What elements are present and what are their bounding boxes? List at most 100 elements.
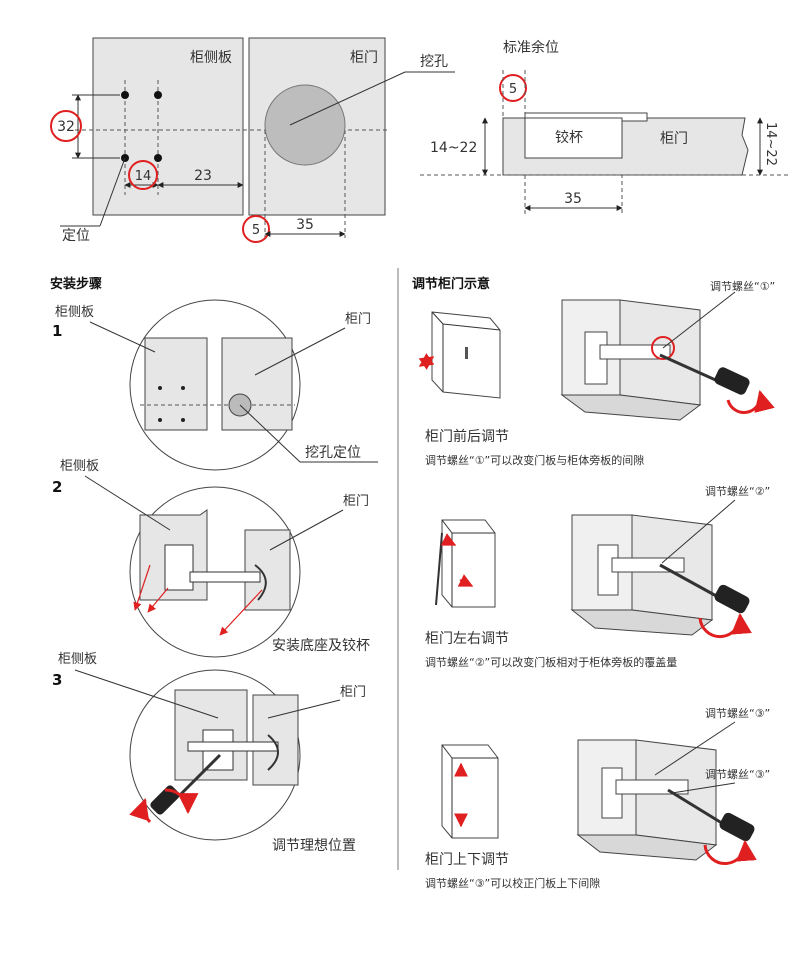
hinge-arm	[189, 571, 261, 583]
hole-label: 挖孔	[420, 54, 448, 70]
step2-door-panel	[244, 529, 291, 611]
dim-14-22-left: 14~22	[430, 140, 477, 156]
adjust-title: 调节柜门示意	[412, 276, 490, 292]
adjust-left-right: 调节螺丝“②” 柜门左右调节 调节螺丝“②”可以改变门板相对于柜体旁板的覆盖量	[425, 485, 770, 669]
leader-line	[654, 721, 736, 776]
box-edge	[441, 744, 453, 759]
leader-line	[267, 699, 341, 719]
leader-line	[254, 327, 346, 376]
dim-5-right-badge	[499, 74, 527, 102]
step2-side-label: 柜侧板	[60, 459, 99, 474]
step3-door-panel	[252, 694, 299, 786]
hinge-cup-shape	[267, 734, 279, 771]
screwdriver-shaft	[178, 753, 222, 797]
hinge-cup-label: 铰杯	[555, 130, 583, 146]
screwdriver-shaft	[659, 353, 721, 384]
rotate-arrow	[698, 612, 752, 639]
box-edge	[441, 519, 453, 534]
leader-line	[239, 404, 301, 463]
dim-23-text: 23	[194, 168, 212, 184]
a3-desc: 调节螺丝“③”可以校正门板上下间隙	[425, 876, 600, 890]
step1-door-panel	[221, 337, 293, 431]
leader-line	[289, 71, 406, 126]
a3-screw-label-2: 调节螺丝“③”	[705, 768, 770, 781]
a2-screw-label: 调节螺丝“②”	[705, 485, 770, 498]
hinge-arm	[187, 741, 279, 752]
install-step-1: 柜侧板 1 柜门 挖孔定位	[52, 299, 378, 471]
leader-line	[99, 157, 126, 227]
step1-side-label: 柜侧板	[55, 305, 94, 320]
leader-line	[89, 321, 156, 353]
adjust-front-back: 调节螺丝“①” 柜门前后调节 调节螺丝“①”可以改变门板与柜体旁板的间隙	[418, 280, 775, 467]
hinge-arm	[599, 344, 671, 360]
screwdriver-handle	[714, 584, 750, 614]
dim-14-badge	[128, 160, 158, 190]
screwdriver-shaft	[659, 563, 721, 600]
a2-desc: 调节螺丝“②”可以改变门板相对于柜体旁板的覆盖量	[425, 655, 677, 669]
screwdriver-handle	[150, 785, 180, 815]
box-edge	[442, 323, 501, 331]
screwdriver-shaft	[667, 788, 726, 827]
position-label: 定位	[62, 228, 90, 244]
a1-title: 柜门前后调节	[425, 428, 509, 445]
hinge-cup-shape	[254, 564, 267, 601]
move-arrow	[418, 353, 435, 370]
hinge-arm	[611, 557, 685, 573]
dim-5-badge	[242, 215, 270, 243]
step3-number: 3	[52, 671, 62, 689]
install-title: 安装步骤	[50, 276, 102, 292]
screw-hole	[121, 91, 129, 99]
top-side-view: 标准余位 5 铰杯 柜门 14~22 14~22 35	[420, 39, 790, 215]
dim-32-badge	[50, 110, 82, 142]
step1-side-panel	[144, 337, 208, 431]
step3-caption: 调节理想位置	[272, 838, 356, 854]
screw-hole	[181, 418, 185, 422]
hinge-base	[164, 544, 194, 591]
cup-hole	[264, 84, 346, 166]
step1-door-label: 柜门	[345, 312, 371, 327]
step2-caption: 安装底座及铰杯	[272, 638, 370, 654]
leader-line	[662, 291, 736, 349]
dim-32-text: 32	[57, 119, 75, 135]
rotate-arrow	[726, 389, 775, 414]
screw-hole	[181, 386, 185, 390]
move-arrow	[440, 533, 457, 546]
door-handle	[465, 347, 468, 359]
adjust-up-down: 调节螺丝“③” 调节螺丝“③” 柜门上下调节 调节螺丝“③”可以校正门板上下间隙	[425, 707, 770, 890]
rotate-arrow	[129, 798, 152, 824]
screw-hole	[154, 91, 162, 99]
dim-5-right-text: 5	[509, 82, 517, 97]
door-label-right: 柜门	[660, 131, 688, 147]
step3-side-label: 柜侧板	[58, 652, 97, 667]
rotate-arrow	[164, 788, 199, 815]
screw-highlight	[651, 336, 675, 360]
rotate-arrow	[703, 839, 757, 866]
a1-screw-label: 调节螺丝“①”	[710, 280, 775, 293]
dim-35-right-text: 35	[564, 191, 582, 207]
install-step-2: 柜侧板 2 柜门 安装底座及铰杯	[52, 459, 370, 658]
top-front-view: 柜侧板 柜门 挖孔 32 14 23 定位	[50, 37, 455, 244]
step3-door-label: 柜门	[340, 685, 366, 700]
hinge-cup	[524, 117, 623, 159]
screw-hole	[158, 386, 162, 390]
step1-number: 1	[52, 322, 62, 340]
door-label: 柜门	[350, 50, 378, 66]
screw-arrow	[147, 587, 169, 613]
screw-hole	[158, 418, 162, 422]
leader-line	[661, 499, 736, 564]
screwdriver-handle	[719, 812, 755, 842]
cabinet-box	[441, 744, 499, 839]
box-edge	[431, 311, 444, 325]
a3-screw-label-1: 调节螺丝“③”	[705, 707, 770, 720]
step2-number: 2	[52, 478, 62, 496]
step2-door-label: 柜门	[343, 494, 369, 509]
cabinet-side-label: 柜侧板	[190, 50, 232, 66]
a1-desc: 调节螺丝“①”可以改变门板与柜体旁板的间隙	[425, 453, 644, 467]
a2-title: 柜门左右调节	[425, 631, 509, 647]
base-panel-3d	[560, 394, 702, 421]
dim-35-text: 35	[296, 217, 314, 233]
standard-margin-label: 标准余位	[503, 39, 559, 56]
leader-line	[269, 509, 344, 551]
leader-line	[74, 669, 219, 719]
